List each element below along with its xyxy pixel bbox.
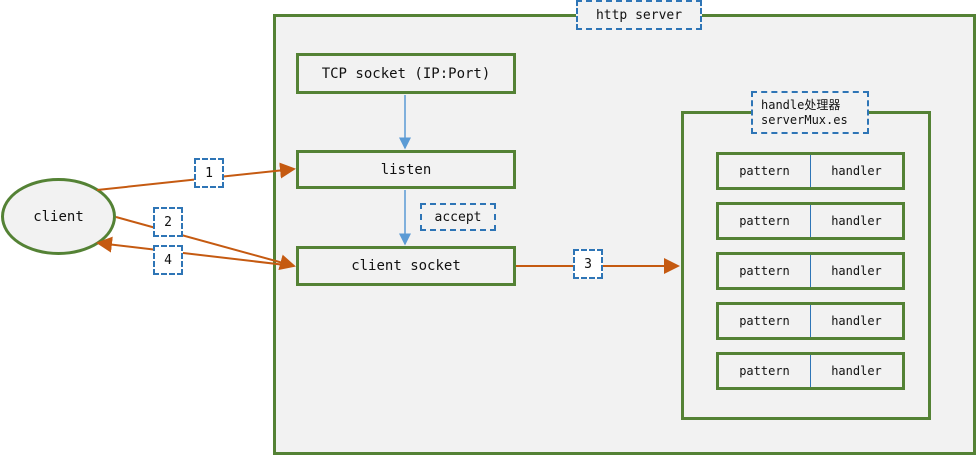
client-label: client: [33, 208, 84, 225]
route-pattern: pattern: [719, 155, 811, 187]
tcp-socket-box: TCP socket (IP:Port): [296, 53, 516, 94]
route-row: pattern handler: [716, 252, 905, 290]
step-label-2: 2: [153, 207, 183, 237]
route-handler: handler: [831, 264, 882, 278]
http-server-title: http server: [576, 0, 702, 30]
listen-label: listen: [380, 161, 432, 178]
route-handler: handler: [831, 164, 882, 178]
route-pattern: pattern: [719, 355, 811, 387]
route-pattern: pattern: [719, 205, 811, 237]
tcp-socket-label: TCP socket (IP:Port): [321, 65, 491, 82]
accept-label-box: accept: [420, 203, 496, 231]
client-socket-to-client-arrow: [96, 236, 295, 267]
client-socket-box: client socket: [296, 246, 516, 286]
client-socket-label: client socket: [351, 258, 461, 274]
client-to-client-socket-arrow: [115, 216, 296, 270]
route-handler: handler: [831, 314, 882, 328]
http-server-title-text: http server: [595, 7, 683, 23]
route-pattern: pattern: [719, 305, 811, 337]
step-label-4: 4: [153, 245, 183, 275]
client-node: client: [1, 178, 116, 255]
step-number: 2: [164, 214, 172, 230]
step-label-3: 3: [573, 249, 603, 279]
step-number: 1: [205, 165, 213, 181]
handler-title-line2: serverMux.es: [761, 112, 848, 127]
step-number: 4: [164, 252, 172, 268]
handler-title-line1: handle处理器: [761, 97, 841, 112]
step-number: 3: [584, 256, 592, 272]
route-row: pattern handler: [716, 152, 905, 190]
route-pattern: pattern: [719, 255, 811, 287]
route-row: pattern handler: [716, 302, 905, 340]
accept-label: accept: [434, 209, 482, 225]
handler-title-box: handle处理器 serverMux.es: [751, 91, 869, 134]
route-row: pattern handler: [716, 352, 905, 390]
route-row: pattern handler: [716, 202, 905, 240]
step-label-1: 1: [194, 158, 224, 188]
listen-box: listen: [296, 150, 516, 189]
route-handler: handler: [831, 364, 882, 378]
route-handler: handler: [831, 214, 882, 228]
